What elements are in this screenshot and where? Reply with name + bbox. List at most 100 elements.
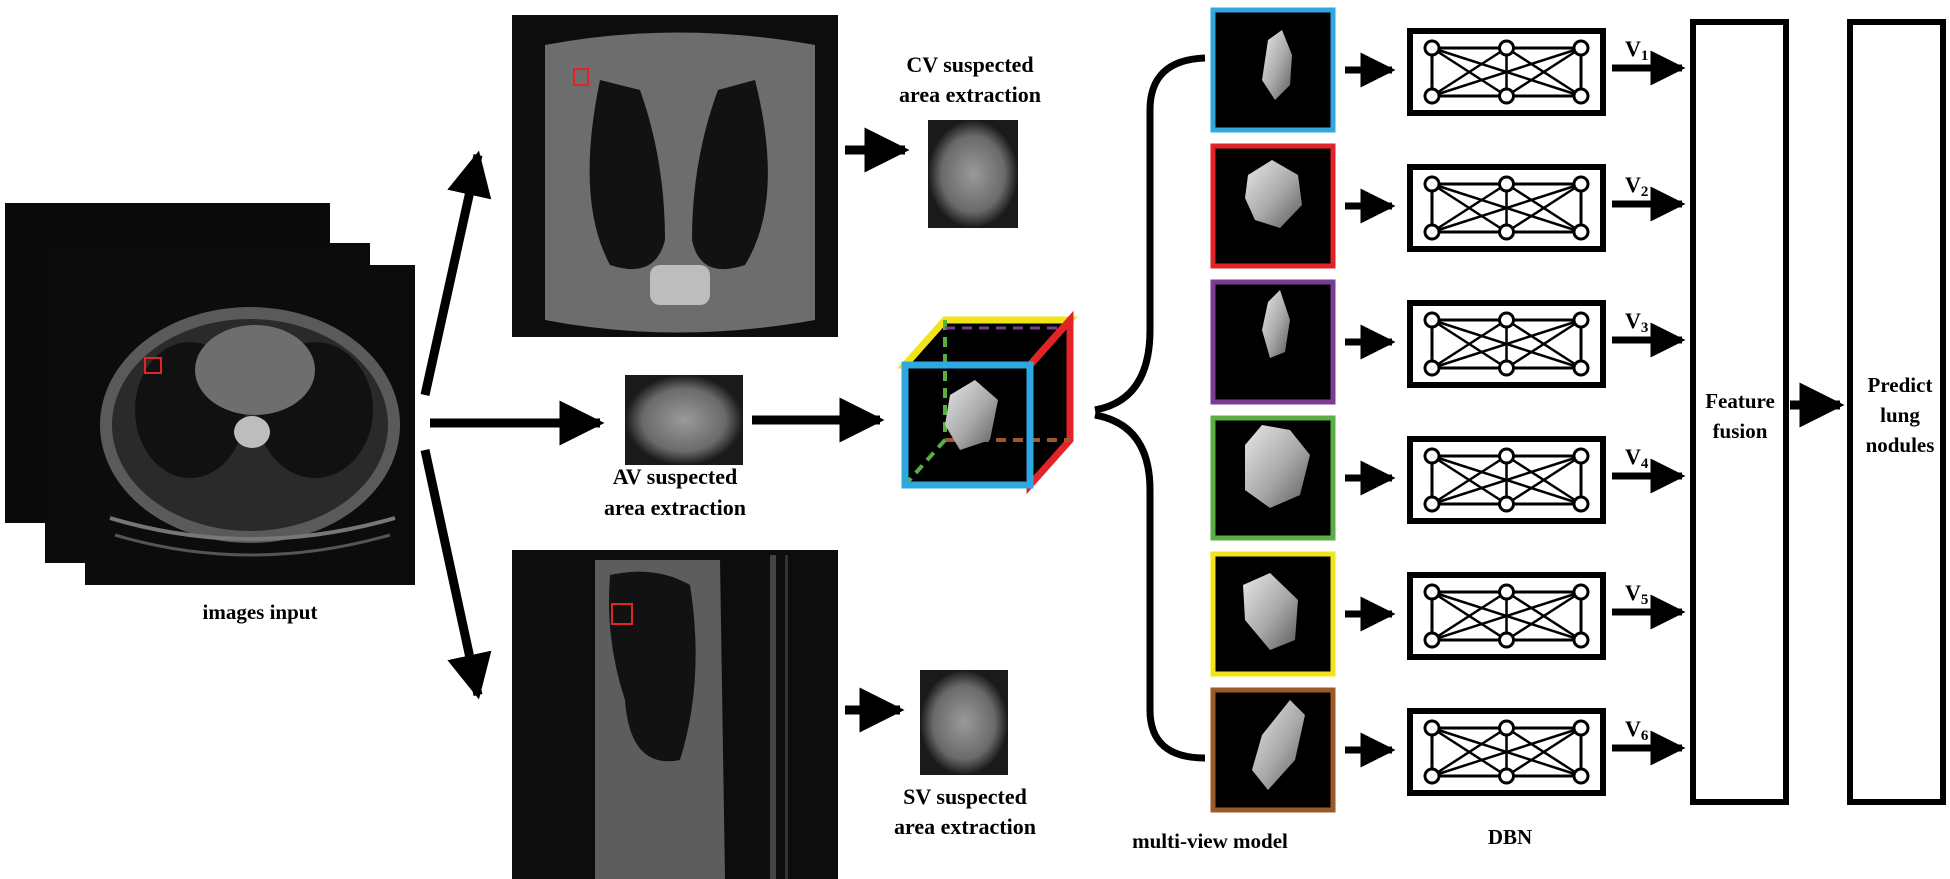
predict-line1: Predict [1867, 373, 1933, 397]
brace-upper [1094, 54, 1206, 414]
dbn-node [1498, 495, 1515, 513]
dbn-node [1572, 359, 1590, 377]
dbn-edge [1431, 46, 1582, 98]
arrow-to-sagittal [420, 449, 492, 700]
dbn-edge [1431, 590, 1508, 642]
dbn-edge [1431, 726, 1508, 778]
predict-line2: lung [1880, 403, 1920, 427]
dbn-node [1423, 767, 1441, 785]
sv-label-line1: SV suspected [903, 784, 1027, 809]
cv-label-line2: area extraction [899, 82, 1041, 107]
cv-label-line1: CV suspected [906, 52, 1034, 77]
view-output-label-1: V1 [1625, 36, 1648, 64]
sagittal-view-image [512, 550, 838, 879]
view-output-label-4: V4 [1625, 444, 1649, 472]
dbn-edge [1431, 590, 1582, 642]
feature-fusion-line2: fusion [1712, 419, 1768, 443]
dbn-edge [1505, 318, 1582, 370]
dbn-node [1423, 719, 1441, 737]
candidate-marker-axial [144, 357, 162, 374]
arrow-to-coronal [420, 150, 492, 396]
feature-fusion-box [1690, 19, 1789, 805]
ct-image-stack [5, 203, 415, 585]
dbn-edge [1431, 318, 1582, 370]
dbn-node [1498, 767, 1515, 785]
dbn-edge [1431, 726, 1582, 778]
dbn-node [1498, 175, 1515, 193]
nodule-render-1 [1262, 30, 1292, 100]
view-output-label-3: V3 [1625, 308, 1648, 336]
dbn-node [1572, 583, 1590, 601]
dbn-node [1572, 223, 1590, 241]
dbn-edge [1505, 590, 1582, 642]
dbn-edge [1431, 46, 1508, 98]
nodule-render-5 [1243, 573, 1298, 650]
dbn-node [1498, 39, 1515, 57]
sv-label-line2: area extraction [894, 814, 1036, 839]
av-patch [625, 375, 743, 465]
dbn-node [1423, 87, 1441, 105]
dbn-node [1423, 495, 1441, 513]
dbn-edge [1431, 182, 1582, 234]
dbn-node [1572, 311, 1590, 329]
view-output-label-2: V2 [1625, 172, 1648, 200]
dbn-node [1423, 359, 1441, 377]
dbn-edge [1431, 454, 1582, 506]
multi-view-model-label: multi-view model [1132, 829, 1288, 853]
dbn-node [1572, 175, 1590, 193]
dbn-node [1423, 631, 1441, 649]
brace-lower [1094, 411, 1206, 762]
dbn-edge [1505, 454, 1582, 506]
dbn-node [1423, 447, 1441, 465]
dbn-node [1572, 767, 1590, 785]
dbn-edge [1505, 182, 1582, 234]
predict-box [1847, 19, 1946, 805]
ct-slice-front [85, 265, 415, 585]
dbn-node [1498, 447, 1515, 465]
multi-view-cube [897, 310, 1078, 495]
feature-fusion-line1: Feature [1705, 389, 1775, 413]
av-label-line1: AV suspected [612, 464, 738, 489]
dbn-node [1423, 39, 1441, 57]
coronal-view-image [512, 15, 838, 337]
dbn-node [1572, 631, 1590, 649]
nodule-render-6 [1252, 700, 1305, 790]
dbn-node [1572, 39, 1590, 57]
dbn-label: DBN [1487, 825, 1533, 849]
dbn-edge [1431, 454, 1508, 506]
dbn-node [1423, 223, 1441, 241]
dbn-node [1572, 719, 1590, 737]
view-box-5 [1210, 551, 1336, 677]
dbn-node [1498, 87, 1515, 105]
dbn-edge [1431, 318, 1508, 370]
candidate-marker-sagittal [611, 603, 633, 625]
predict-line3: nodules [1865, 433, 1935, 457]
dbn-node [1423, 175, 1441, 193]
dbn-node [1498, 223, 1515, 241]
sv-patch [920, 670, 1008, 775]
view-output-label-5: V5 [1625, 580, 1648, 608]
candidate-marker-coronal [573, 68, 589, 86]
dbn-node [1572, 495, 1590, 513]
dbn-node [1498, 719, 1515, 737]
cv-patch [928, 120, 1018, 228]
view-output-label-6: V6 [1625, 716, 1649, 744]
av-label-line2: area extraction [604, 495, 746, 520]
nodule-render-2 [1245, 160, 1302, 228]
dbn-node [1498, 311, 1515, 329]
dbn-node [1498, 359, 1515, 377]
dbn-edge [1505, 46, 1582, 98]
dbn-node [1572, 87, 1590, 105]
dbn-node [1498, 631, 1515, 649]
nodule-render-4 [1245, 425, 1310, 508]
dbn-edge [1505, 726, 1582, 778]
dbn-node [1423, 583, 1441, 601]
nodule-render-3 [1262, 290, 1290, 358]
dbn-node [1423, 311, 1441, 329]
dbn-edge [1431, 182, 1508, 234]
dbn-node [1572, 447, 1590, 465]
dbn-node [1498, 583, 1515, 601]
images-input-label: images input [202, 600, 318, 624]
